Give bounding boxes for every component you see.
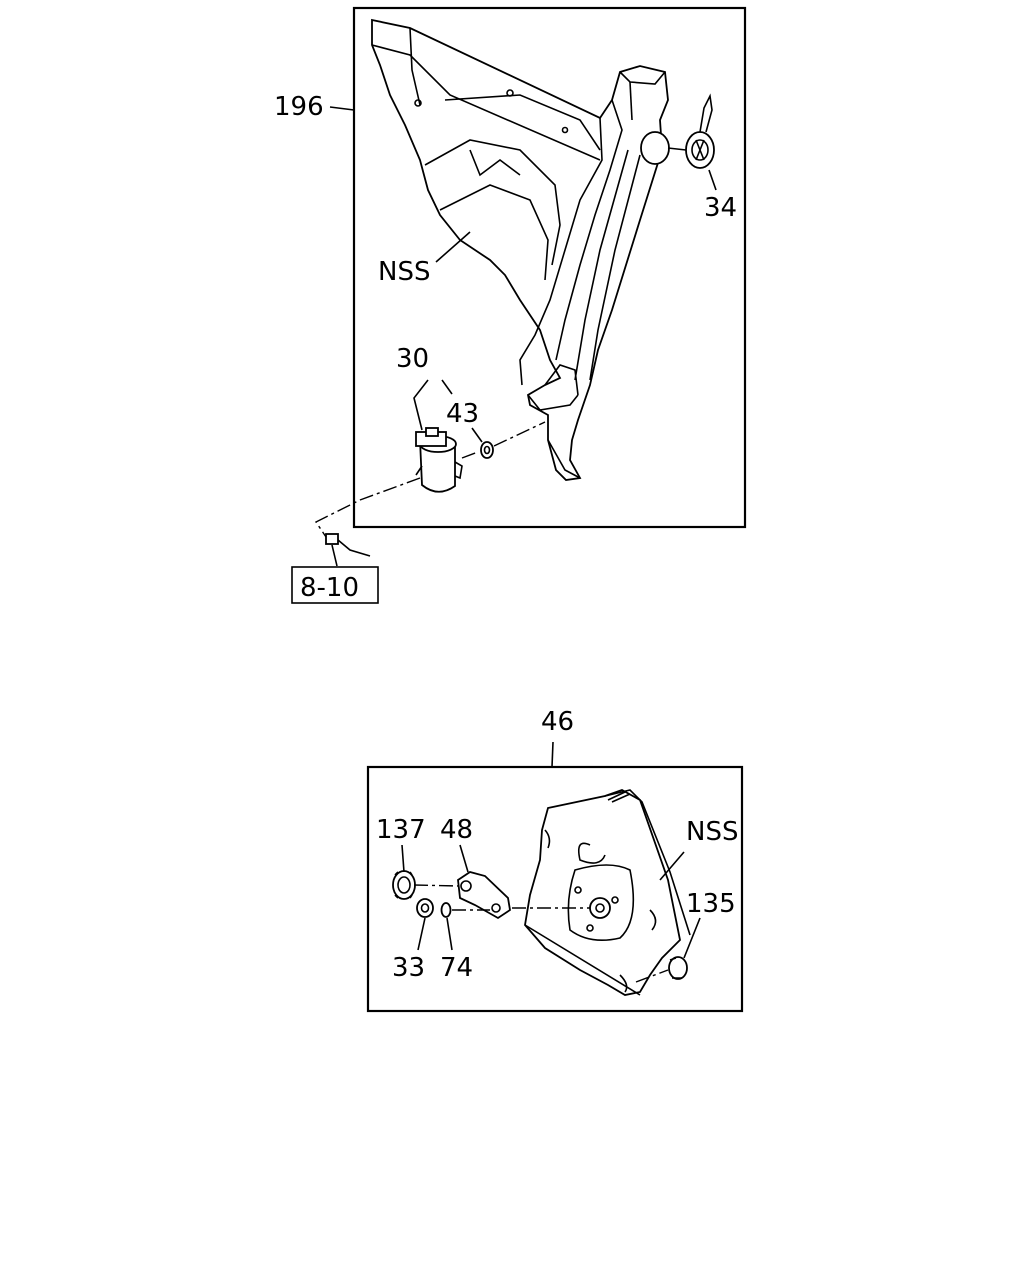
pump-motor-drawing <box>415 427 463 493</box>
leader-43 <box>471 427 483 443</box>
washer-74-drawing <box>440 902 452 918</box>
washer-tank-drawing <box>371 18 670 481</box>
hose-assembly-line <box>314 477 421 541</box>
lower-frame-box <box>366 765 744 1013</box>
upper-assembly-line <box>493 421 546 447</box>
leader-74 <box>446 917 453 951</box>
nut-33-drawing <box>416 898 434 918</box>
callout-74: 74 <box>440 953 473 983</box>
leader-46 <box>551 741 554 768</box>
leader-135 <box>683 917 701 959</box>
ref-box-8-10[interactable] <box>291 566 379 604</box>
leader-196 <box>329 106 355 111</box>
callout-nss-upper: NSS <box>378 257 430 287</box>
arm-48-drawing <box>457 871 511 920</box>
leader-nss-upper <box>435 231 471 263</box>
leader-48 <box>459 844 469 873</box>
leader-30-a <box>413 379 429 431</box>
callout-137: 137 <box>376 815 426 845</box>
ref-label-8-10[interactable]: 8-10 <box>300 573 359 603</box>
upper-assembly: 196 NSS 34 30 43 8-10 <box>274 6 747 604</box>
callout-33: 33 <box>392 953 425 983</box>
lower-assembly-line <box>413 884 459 887</box>
washer-43-drawing <box>480 441 494 459</box>
filler-cap-drawing <box>667 93 715 169</box>
callout-135: 135 <box>686 889 736 919</box>
callout-48: 48 <box>440 815 473 845</box>
callout-nss-lower: NSS <box>686 817 738 847</box>
leader-nss-lower <box>659 851 685 881</box>
leader-30-b <box>441 379 453 395</box>
callout-30: 30 <box>396 344 429 374</box>
leader-33 <box>417 917 426 951</box>
connector-drawing <box>325 533 371 557</box>
callout-34: 34 <box>704 193 737 223</box>
nut-137-drawing <box>392 870 416 900</box>
lower-assembly-line <box>635 969 669 983</box>
upper-assembly-line <box>461 451 479 459</box>
upper-frame-box <box>352 6 747 529</box>
callout-196: 196 <box>274 92 324 122</box>
grommet-135-drawing <box>668 956 688 980</box>
leader-34 <box>708 169 717 191</box>
leader-137 <box>401 844 405 873</box>
callout-46: 46 <box>541 707 574 737</box>
callout-43: 43 <box>446 399 479 429</box>
bracket-plate-drawing <box>524 789 691 996</box>
leader-8-10 <box>331 544 338 567</box>
lower-assembly: 46 <box>366 707 744 1013</box>
